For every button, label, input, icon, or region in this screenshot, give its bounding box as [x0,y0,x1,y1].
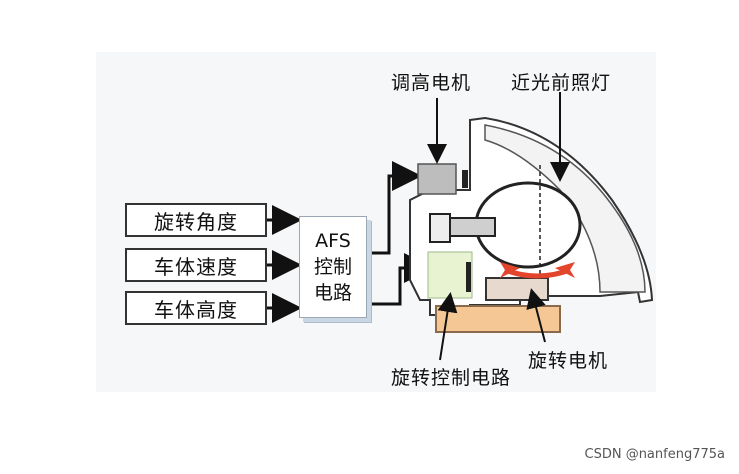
input-vehicle-height: 车体高度 [125,291,267,325]
lamp-lens [484,124,646,293]
label-swivel-control-circuit: 旋转控制电路 [391,367,512,389]
arrow-afs-to-leveling-motor [371,161,422,255]
bulb-holder [429,213,451,243]
afs-line3: 电路 [313,282,352,304]
leader-swivel-motor [526,288,546,343]
afs-line1: AFS [315,230,351,252]
input-vehicle-speed: 车体速度 [125,248,267,282]
label-low-beam-lamp: 近光前照灯 [511,72,612,94]
label-swivel-motor: 旋转电机 [528,350,609,372]
label-leveling-motor: 调高电机 [391,72,472,94]
swivel-control-circuit [427,251,473,299]
input-rotation-angle: 旋转角度 [125,203,267,237]
afs-control-circuit: AFS 控制 电路 [299,216,367,318]
swivel-motor [485,277,549,301]
leveling-motor [417,163,457,195]
leader-swivel-control [437,292,458,361]
afs-line2: 控制 [313,256,352,278]
watermark: CSDN @nanfeng775a [584,447,726,462]
